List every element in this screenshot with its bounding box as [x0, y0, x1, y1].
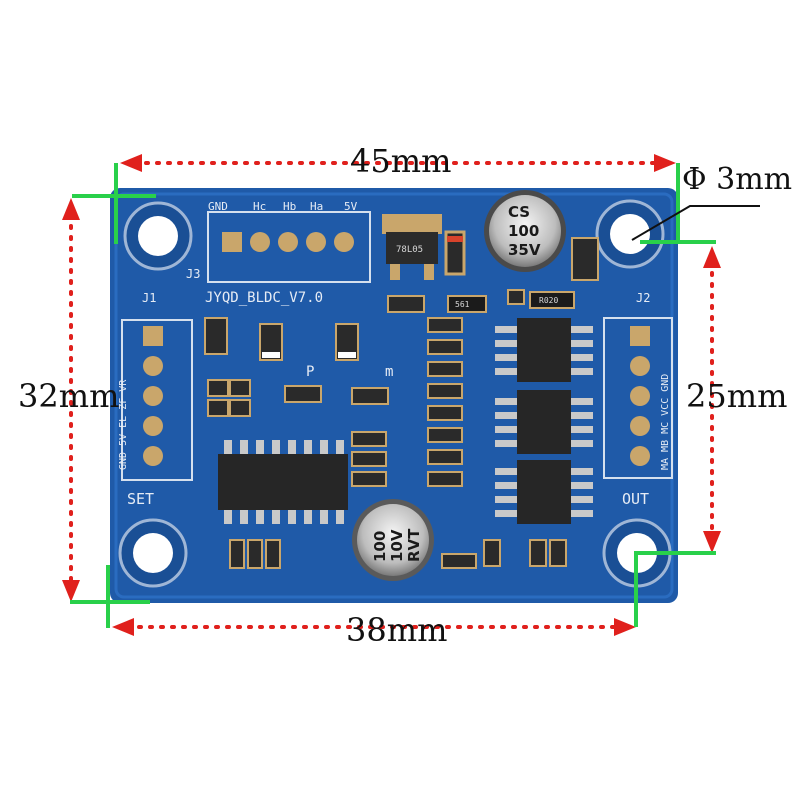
mount-hole-tl: [123, 201, 193, 271]
mount-hole-tr: [595, 199, 665, 269]
svg-text:100: 100: [508, 222, 539, 240]
green-markers: [70, 163, 716, 628]
svg-text:35V: 35V: [508, 241, 541, 259]
svg-text:100: 100: [371, 531, 389, 562]
label-out: OUT: [622, 490, 649, 508]
svg-text:10V: 10V: [388, 529, 406, 562]
label-m: m: [385, 364, 393, 380]
svg-text:78L05: 78L05: [396, 245, 423, 255]
electrolytic-capacitor-large: CS 100 35V: [484, 190, 566, 272]
header-j3: [207, 211, 371, 283]
j3-pin-hc: Hc: [253, 200, 266, 213]
mount-hole-bl: [118, 518, 188, 588]
dimension-width-top: 45mm: [350, 142, 452, 180]
mosfet-chip-2: [495, 390, 593, 454]
j1-label: J1: [142, 291, 156, 305]
voltage-regulator: 78L05: [382, 214, 442, 280]
j3-label: J3: [186, 267, 200, 281]
smd-passives: [204, 289, 567, 569]
svg-text:561: 561: [455, 300, 470, 309]
shunt-resistor: 561 R020: [447, 291, 575, 313]
label-set: SET: [127, 490, 154, 508]
electrolytic-capacitor-small: 100 10V RVT: [352, 499, 434, 581]
mosfet-chip-1: [495, 318, 593, 382]
j3-pin-ha: Ha: [310, 200, 323, 213]
j3-pin-hb: Hb: [283, 200, 296, 213]
dimension-width-bottom: 38mm: [346, 611, 448, 649]
svg-text:R020: R020: [539, 296, 558, 305]
diode: [444, 230, 466, 276]
header-j2: [603, 317, 673, 479]
svg-text:RVT: RVT: [405, 528, 423, 562]
j3-pin-5v: 5V: [344, 200, 358, 213]
dimension-hole-diameter: Φ 3mm: [682, 162, 793, 197]
label-p: P: [306, 364, 314, 380]
j2-label: J2: [636, 291, 650, 305]
j3-pin-gnd: GND: [208, 200, 228, 213]
controller-ic: [218, 440, 348, 524]
j2-pins: MA MB MC VCC GND: [660, 374, 671, 470]
mosfet-chip-3: [495, 460, 593, 524]
svg-text:CS: CS: [508, 203, 530, 221]
board-name: JYQD_BLDC_V7.0: [205, 290, 323, 306]
dimension-height-right: 25mm: [686, 377, 788, 415]
header-j1: [121, 319, 193, 481]
diameter-leader-line: [631, 205, 760, 241]
dimension-height-left: 32mm: [18, 377, 120, 415]
j1-pins: GND 5V EL ZF VR: [118, 379, 129, 470]
